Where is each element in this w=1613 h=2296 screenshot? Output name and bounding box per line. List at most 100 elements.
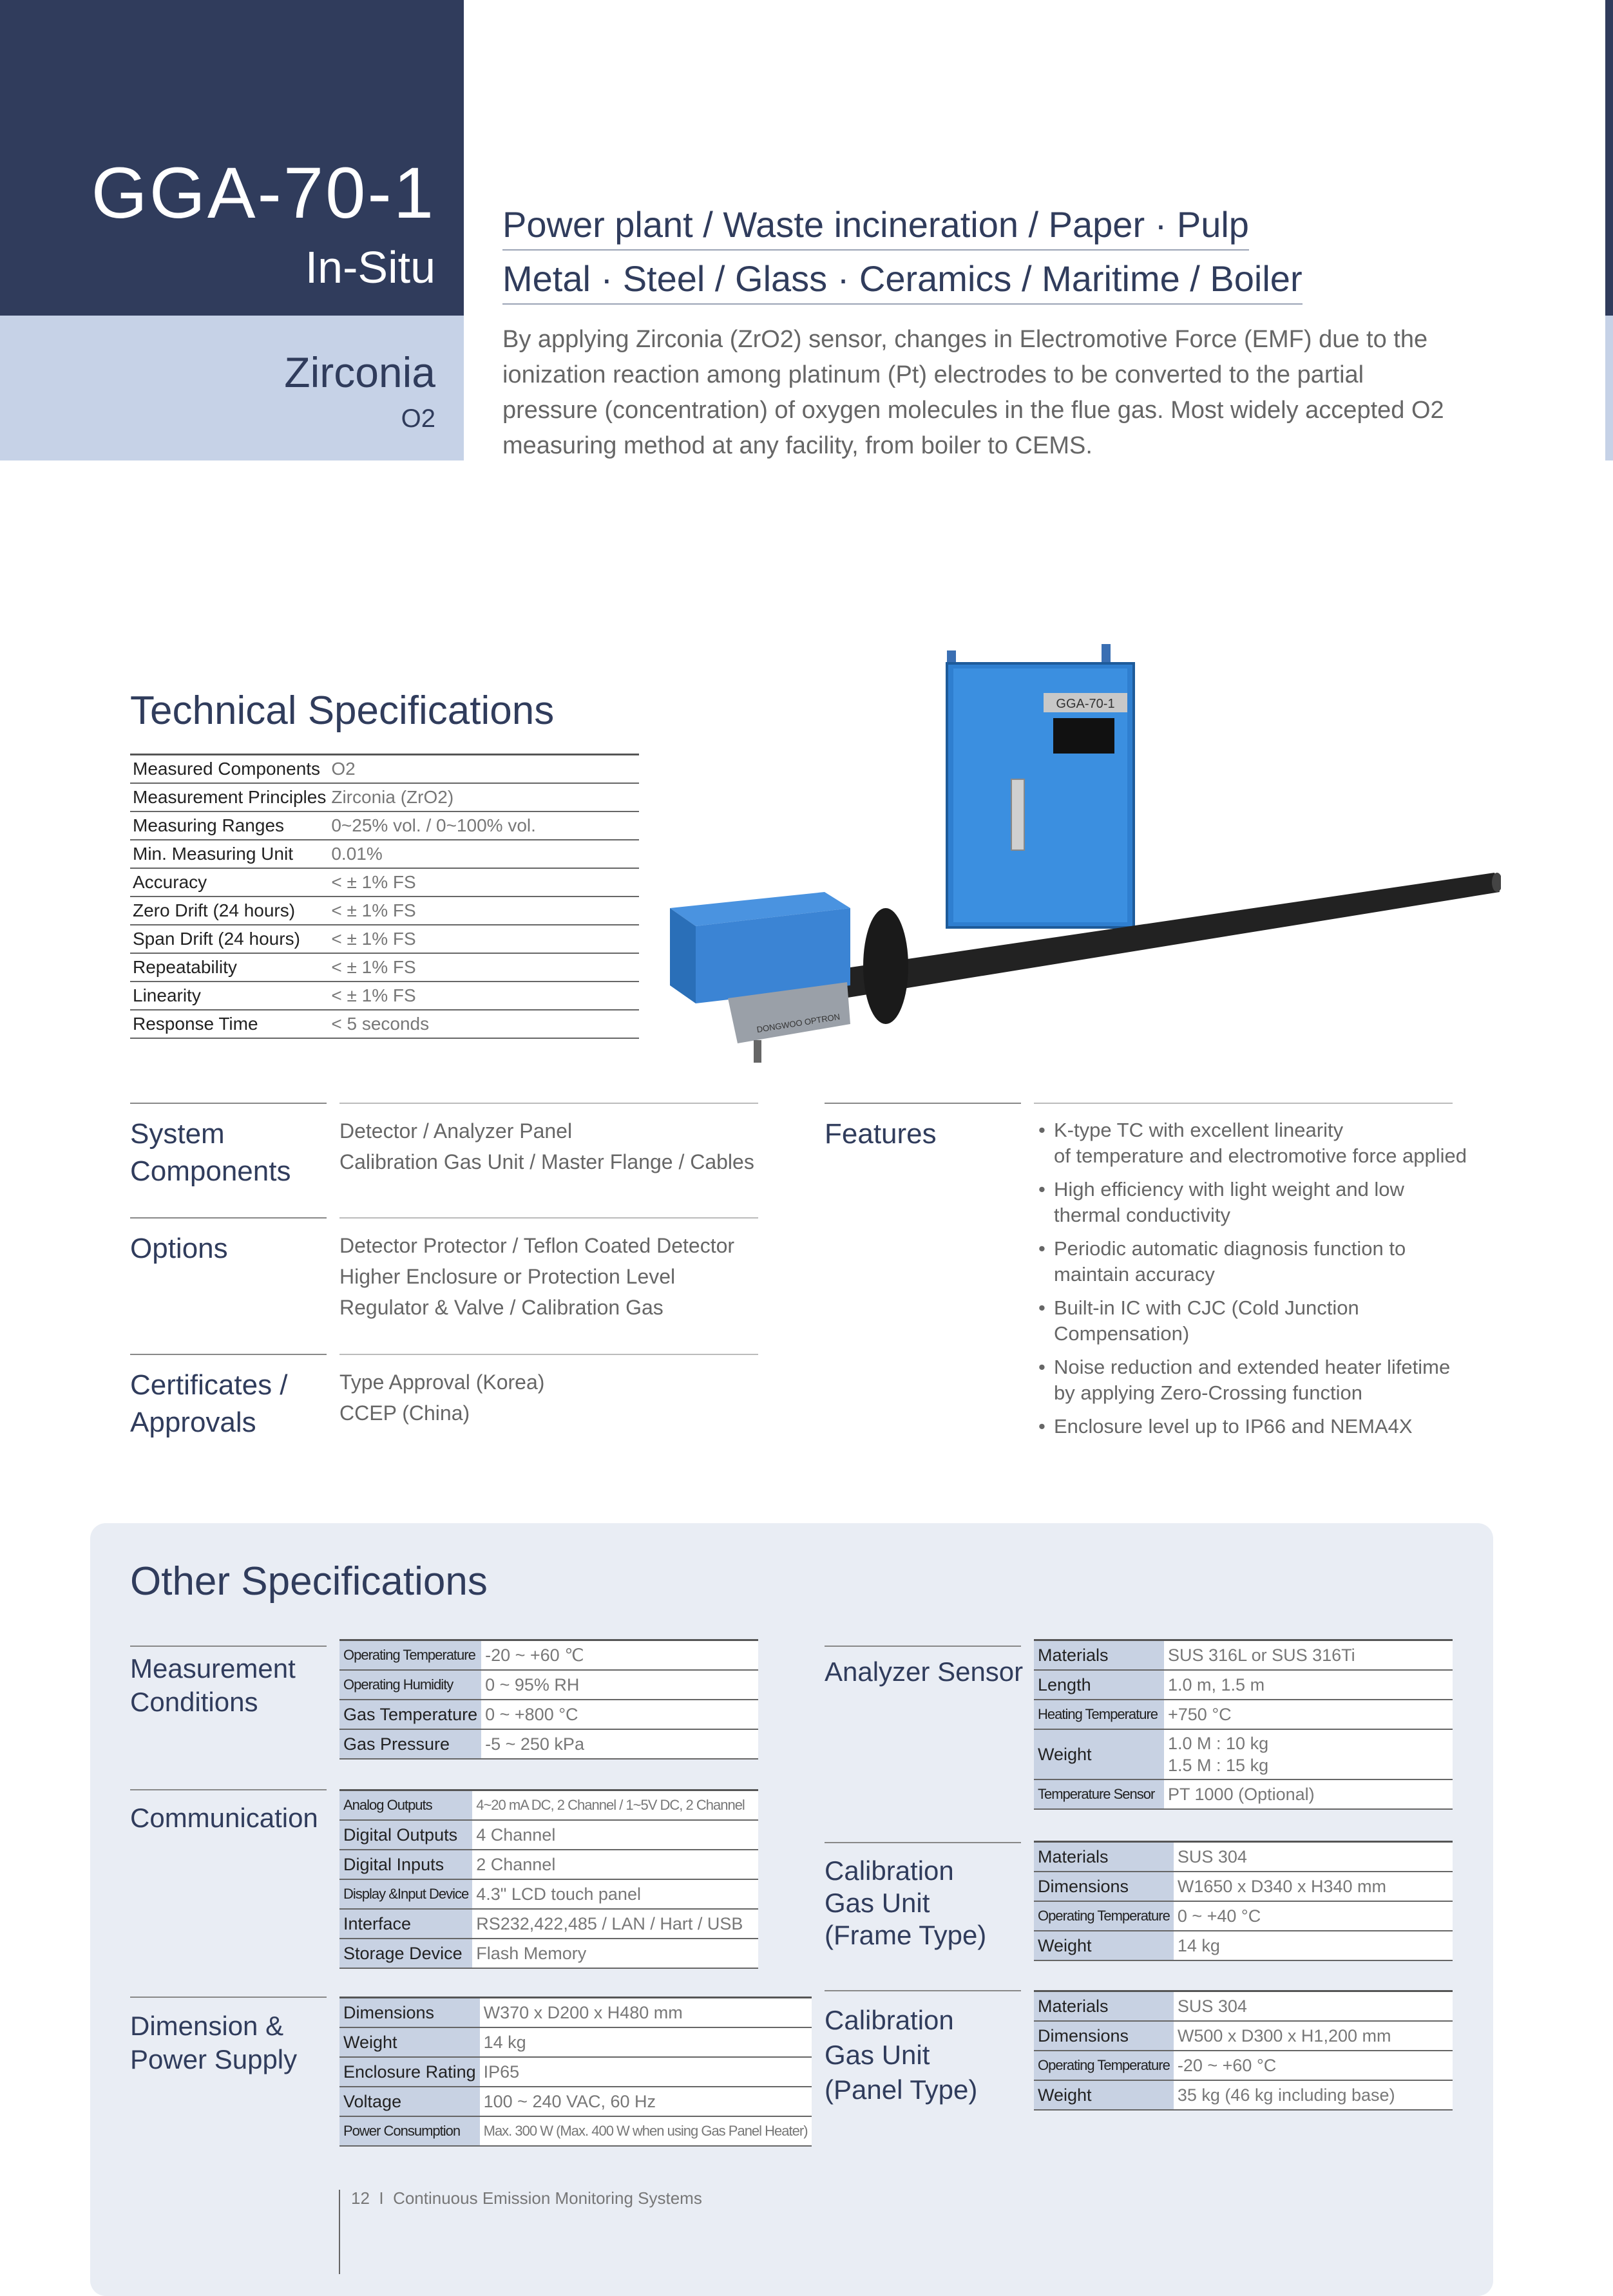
spec-key: Analog Outputs (339, 1790, 473, 1821)
cabinet-flowmeter (1011, 779, 1025, 851)
edge-bar-dark (1605, 0, 1613, 316)
spec-value: 1.0 m, 1.5 m (1164, 1670, 1453, 1700)
feature-item: Enclosure level up to IP66 and NEMA4X (1038, 1414, 1476, 1439)
system-components-title: System Components (130, 1115, 291, 1190)
header-dark-block (0, 0, 464, 316)
spec-value-line: W1650 x D340 x H340 mm (1177, 1876, 1386, 1896)
certificates-line-1: Type Approval (Korea) (339, 1371, 545, 1394)
technical-specifications-title: Technical Specifications (130, 688, 555, 733)
detector-connector (754, 1040, 761, 1063)
tech-spec-value: < ± 1% FS (329, 925, 639, 954)
tech-spec-value: O2 (329, 754, 639, 784)
feature-line: by applying Zero-Crossing function (1054, 1381, 1363, 1404)
feature-item: High efficiency with light weight and lo… (1038, 1177, 1476, 1228)
spec-value-line: PT 1000 (Optional) (1168, 1784, 1315, 1804)
spec-value-line: SUS 316L or SUS 316Ti (1168, 1645, 1355, 1665)
spec-value: SUS 304 (1173, 1841, 1453, 1872)
spec-key: Digital Outputs (339, 1820, 473, 1850)
system-title-line-2: Components (130, 1155, 291, 1187)
probe-tube (837, 873, 1500, 998)
spec-value: 14 kg (1173, 1931, 1453, 1961)
applications-line-2: Metal · Steel / Glass · Ceramics / Marit… (502, 258, 1303, 305)
page-number: 12 (351, 2188, 370, 2208)
spec-key: Heating Temperature (1034, 1700, 1164, 1730)
spec-key: Weight (1034, 1931, 1174, 1961)
cal-frame-title-line-3: (Frame Type) (825, 1920, 987, 1950)
system-line-1: Detector / Analyzer Panel (339, 1119, 573, 1143)
spec-value-line: 100 ~ 240 VAC, 60 Hz (483, 2091, 656, 2111)
footer-separator: I (379, 2188, 384, 2208)
spec-value-line: 0 ~ +800 °C (485, 1704, 578, 1724)
spec-key: Weight (1034, 2080, 1174, 2111)
spec-value-line: SUS 304 (1177, 1996, 1247, 2016)
spec-value: Max. 300 W (Max. 400 W when using Gas Pa… (479, 2116, 812, 2147)
spec-key: Dimensions (1034, 2021, 1174, 2051)
dimension-title-line-1: Dimension & (130, 2011, 284, 2041)
spec-value: 0 ~ +800 °C (481, 1700, 758, 1730)
footer-rule (339, 2190, 340, 2274)
detector-body (728, 982, 850, 1043)
spec-value-line: W370 x D200 x H480 mm (483, 2002, 683, 2022)
spec-value: W1650 x D340 x H340 mm (1173, 1872, 1453, 1902)
spec-key: Operating Temperature (339, 1640, 482, 1671)
system-rule-right (339, 1103, 758, 1104)
spec-key: Storage Device (339, 1939, 473, 1969)
tech-spec-key: Accuracy (130, 868, 329, 897)
sensor-type: Zirconia (284, 348, 435, 396)
feature-line: Enclosure level up to IP66 and NEMA4X (1054, 1415, 1413, 1437)
tech-spec-key: Linearity (130, 982, 329, 1010)
spec-value-line: 4.3" LCD touch panel (476, 1884, 641, 1904)
spec-value-line: RS232,422,485 / LAN / Hart / USB (476, 1913, 743, 1933)
options-title: Options (130, 1233, 228, 1264)
analyzer-sensor-rule (825, 1646, 1021, 1647)
probe-flange (863, 908, 908, 1024)
features-rule-right (1034, 1103, 1453, 1104)
cal-frame-title-line-2: Gas Unit (825, 1888, 930, 1918)
feature-line: thermal conductivity (1054, 1204, 1230, 1226)
measurement-conditions-title: Measurement Conditions (130, 1652, 296, 1719)
spec-key: Weight (1034, 1729, 1164, 1780)
spec-key: Gas Pressure (339, 1729, 482, 1760)
probe-tip (1492, 873, 1501, 892)
dimension-title-line-2: Power Supply (130, 2044, 298, 2074)
dimension-power-title: Dimension & Power Supply (130, 2009, 297, 2076)
spec-key: Temperature Sensor (1034, 1779, 1164, 1810)
spec-value-line: 14 kg (1177, 1935, 1220, 1955)
spec-value-line: W500 x D300 x H1,200 mm (1177, 2026, 1391, 2045)
product-image: GGA-70-1 DONGWOO OPTRON (670, 644, 1501, 1063)
spec-value: RS232,422,485 / LAN / Hart / USB (472, 1909, 758, 1939)
tech-spec-value: < ± 1% FS (329, 897, 639, 925)
spec-value-line: 14 kg (483, 2032, 526, 2052)
model-name: GGA-70-1 (91, 153, 435, 233)
spec-row: Gas Pressure-5 ~ 250 kPa (339, 1729, 758, 1760)
tech-spec-value: < ± 1% FS (329, 868, 639, 897)
tech-spec-value: 0~25% vol. / 0~100% vol. (329, 811, 639, 840)
detector-left (670, 908, 696, 1003)
spec-key: Enclosure Rating (339, 2057, 480, 2087)
gas-type: O2 (401, 404, 435, 433)
spec-value: +750 °C (1164, 1700, 1453, 1730)
spec-value-line: IP65 (483, 2062, 520, 2082)
measurement-rule (130, 1646, 327, 1647)
spec-value-line: 0 ~ 95% RH (485, 1675, 580, 1694)
